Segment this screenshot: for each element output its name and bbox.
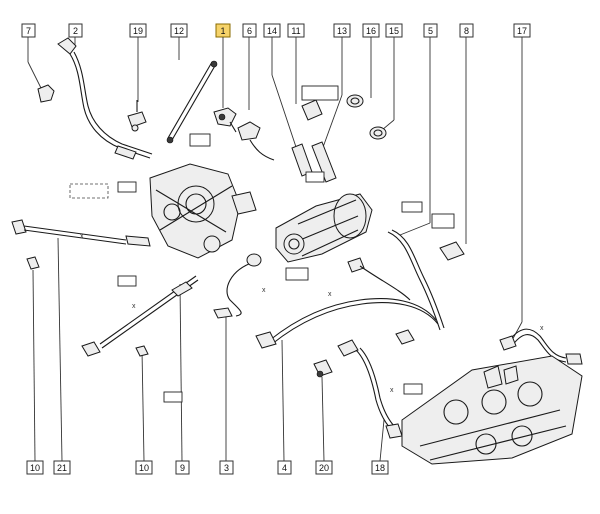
callout-label: 17 (517, 26, 527, 36)
exhaust-pipe-part-2 (57, 37, 153, 160)
callout-bottom-10b[interactable]: 10 (135, 460, 153, 475)
harness-part-3: x (213, 253, 266, 319)
callout-top-11[interactable]: 11 (287, 23, 305, 38)
sensor-part-19 (127, 100, 147, 132)
clip-part-10b (135, 345, 149, 357)
callout-label: 14 (267, 26, 277, 36)
sensor-part-1 (213, 107, 237, 133)
callout-label: 11 (291, 26, 300, 36)
callout-label: 1 (220, 26, 225, 36)
callout-label: 8 (464, 26, 469, 36)
callout-top-7[interactable]: 7 (21, 23, 36, 38)
clip-part-8 (439, 241, 465, 261)
part-tags (69, 85, 455, 403)
oxygen-sensor-part-21: x (11, 219, 151, 247)
callout-label: 7 (26, 26, 31, 36)
callout-bottom-3[interactable]: 3 (219, 460, 234, 475)
clip-part-6 (237, 121, 275, 161)
marker-x: x (132, 303, 136, 310)
callout-label: 6 (247, 26, 252, 36)
callout-label: 10 (139, 463, 149, 473)
clamp-part-16 (346, 94, 364, 108)
callout-top-2[interactable]: 2 (68, 23, 83, 38)
callout-label: 21 (57, 463, 67, 473)
callout-label: 13 (337, 26, 347, 36)
callout-top-8[interactable]: 8 (459, 23, 474, 38)
callout-top-19[interactable]: 19 (129, 23, 147, 38)
callout-bottom-9[interactable]: 9 (175, 460, 190, 475)
callout-top-12[interactable]: 12 (170, 23, 188, 38)
exhaust-manifold (401, 355, 583, 465)
sensor-part-20 (313, 359, 333, 378)
callout-label: 5 (428, 26, 433, 36)
callout-label: 16 (366, 26, 376, 36)
callout-label: 2 (73, 26, 78, 36)
harness-part-5 (347, 229, 445, 331)
callout-label: 10 (30, 463, 40, 473)
marker-x: x (262, 287, 266, 294)
clamp-part-15 (369, 126, 387, 140)
callout-bottom-18[interactable]: 18 (371, 460, 389, 475)
callout-label: 20 (319, 463, 329, 473)
callout-top-1-highlighted[interactable]: 1 (215, 23, 231, 38)
callout-label: 19 (133, 26, 143, 36)
callout-top-5[interactable]: 5 (423, 23, 438, 38)
marker-x: x (390, 387, 394, 394)
pump-assembly (275, 193, 373, 263)
hose-part-14 (291, 99, 323, 177)
callout-top-17[interactable]: 17 (513, 23, 531, 38)
turbocharger-assembly (149, 163, 257, 259)
clip-part-10a (26, 256, 40, 270)
callout-top-13[interactable]: 13 (333, 23, 351, 38)
callout-label: 4 (282, 463, 287, 473)
sensor-part-9: x (81, 275, 199, 357)
callout-bottom-4[interactable]: 4 (277, 460, 292, 475)
callout-top-6[interactable]: 6 (242, 23, 257, 38)
callout-label: 18 (375, 463, 385, 473)
sensor-part-18: x (337, 339, 403, 439)
rod-part-12 (166, 60, 218, 144)
callout-top-16[interactable]: 16 (362, 23, 380, 38)
marker-x: x (540, 325, 544, 332)
callout-top-15[interactable]: 15 (385, 23, 403, 38)
callout-bottom-10a[interactable]: 10 (26, 460, 44, 475)
hose-part-13 (311, 141, 337, 183)
harness-part-4: x (255, 291, 439, 349)
callout-bottom-20[interactable]: 20 (315, 460, 333, 475)
callout-bottom-21[interactable]: 21 (53, 460, 71, 475)
bracket-part-7 (37, 84, 55, 103)
callout-label: 3 (224, 463, 229, 473)
marker-x: x (80, 233, 84, 240)
callout-label: 12 (174, 26, 184, 36)
callout-label: 9 (180, 463, 185, 473)
leader-lines (27, 37, 523, 462)
marker-x: x (328, 291, 332, 298)
callout-top-14[interactable]: 14 (263, 23, 281, 38)
callout-label: 15 (389, 26, 399, 36)
